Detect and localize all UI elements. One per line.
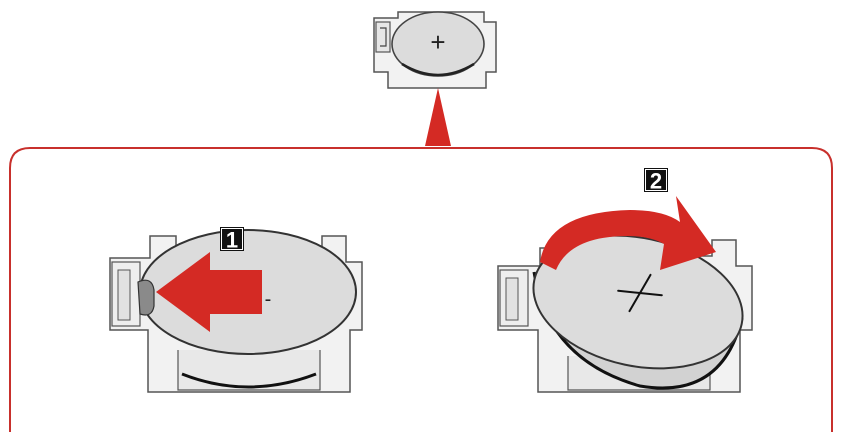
top-battery-plus-symbol: + xyxy=(430,27,445,57)
step2-rotate-arrow xyxy=(540,196,716,270)
step1-battery-minus-symbol: - xyxy=(265,288,272,310)
callout-pointer xyxy=(425,88,451,146)
step2-number-badge: 2 xyxy=(644,168,668,194)
step1-latch-tab xyxy=(137,279,155,316)
step1-number-badge: 1 xyxy=(220,227,244,253)
step2-battery-plus-symbol xyxy=(617,273,663,313)
step2-number: 2 xyxy=(650,169,662,194)
top-battery-holder: + xyxy=(373,11,497,89)
step1-push-arrow xyxy=(156,252,262,332)
step1-illustration: - 1 xyxy=(109,227,363,393)
step2-battery xyxy=(532,234,744,370)
step2-illustration: 2 xyxy=(497,168,753,393)
callout-frame xyxy=(9,147,833,432)
step1-number: 1 xyxy=(226,228,238,253)
